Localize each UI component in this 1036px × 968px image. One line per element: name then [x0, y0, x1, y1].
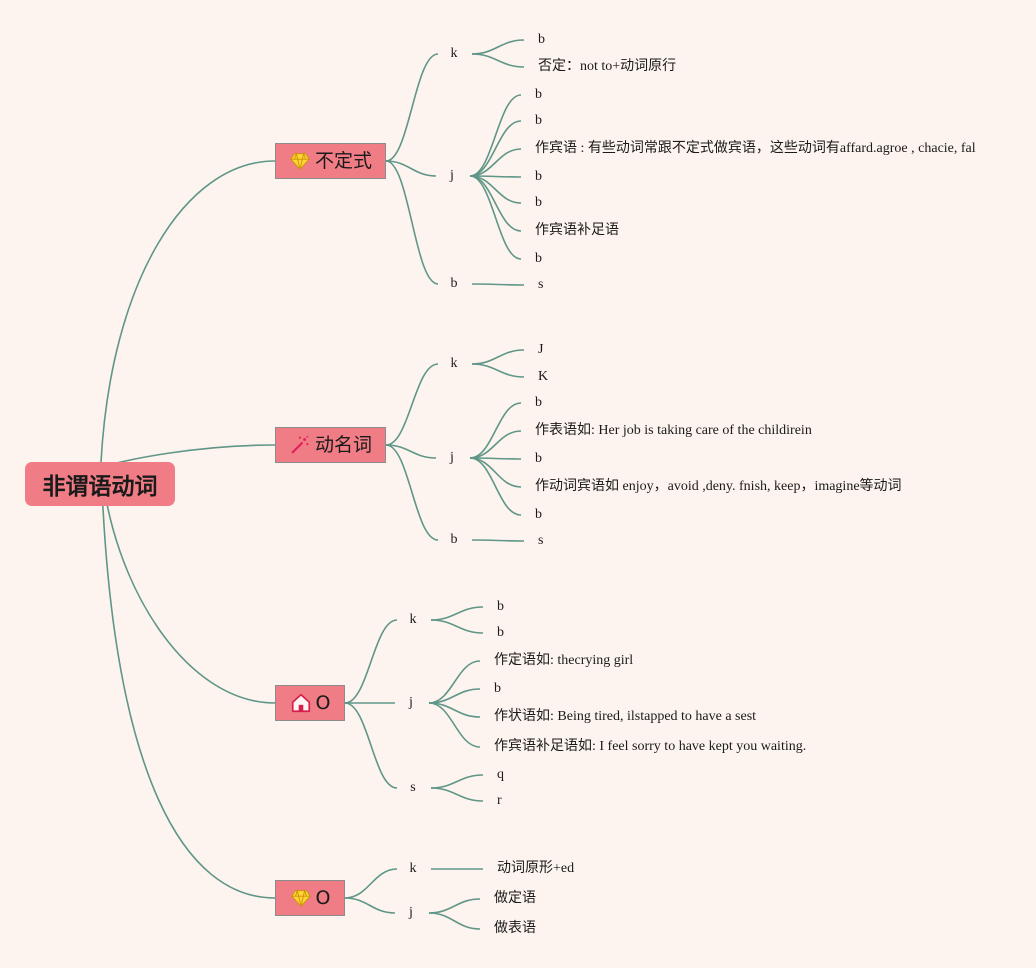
sub-leaf-line: [469, 94, 522, 177]
leaf-topic[interactable]: 做定语: [494, 891, 536, 906]
leaf-topic[interactable]: 做表语: [494, 921, 536, 936]
branch-topic[interactable]: 不定式: [275, 143, 386, 179]
sub-leaf-line: [430, 774, 484, 789]
leaf-topic[interactable]: K: [538, 369, 549, 384]
branch-topic[interactable]: O: [275, 685, 345, 721]
leaf-topic[interactable]: 动词原形+ed: [497, 861, 575, 876]
leaf-topic[interactable]: b: [535, 169, 542, 184]
sub-leaf-line: [469, 457, 522, 488]
branch-label: 动名词: [314, 433, 372, 456]
subtopic[interactable]: b: [450, 532, 458, 547]
sub-leaf-line: [430, 619, 484, 634]
branch-sub-line: [385, 363, 439, 446]
root-branch-line: [100, 160, 276, 463]
sub-leaf-line: [471, 53, 525, 68]
root-topic[interactable]: 非谓语动词: [25, 462, 175, 506]
branch-topic[interactable]: O: [275, 880, 345, 916]
subtopic[interactable]: b: [450, 276, 458, 291]
sub-leaf-line: [430, 606, 484, 621]
subtopic[interactable]: k: [450, 356, 458, 371]
branch-label: O: [315, 886, 331, 909]
subtopic[interactable]: j: [450, 168, 454, 183]
leaf-topic[interactable]: b: [494, 681, 501, 696]
leaf-topic[interactable]: b: [497, 599, 504, 614]
branch-label: O: [315, 691, 331, 714]
sub-leaf-line: [469, 148, 522, 177]
sub-leaf-line: [469, 120, 522, 177]
subtopic[interactable]: s: [410, 780, 416, 795]
sub-leaf-line: [428, 912, 481, 930]
diamond-icon: [290, 887, 312, 909]
sub-leaf-line: [428, 702, 481, 748]
branch-sub-line: [385, 444, 439, 541]
sub-leaf-line: [469, 430, 522, 459]
branch-sub-line: [344, 702, 398, 789]
sub-leaf-line: [471, 283, 525, 286]
branch-sub-line: [344, 897, 396, 914]
magic-wand-icon: [289, 434, 311, 456]
branch-label: 不定式: [314, 149, 372, 172]
sub-leaf-line: [471, 363, 525, 378]
leaf-topic[interactable]: q: [497, 767, 504, 782]
branch-sub-line: [344, 868, 398, 899]
subtopic[interactable]: k: [450, 46, 458, 61]
branch-sub-line: [385, 53, 439, 162]
sub-leaf-line: [471, 539, 525, 542]
leaf-topic[interactable]: 作定语如: thecrying girl: [494, 653, 634, 668]
leaf-topic[interactable]: s: [538, 533, 544, 548]
leaf-topic[interactable]: b: [535, 395, 542, 410]
leaf-topic[interactable]: b: [535, 113, 542, 128]
branch-sub-line: [344, 619, 398, 704]
leaf-topic[interactable]: r: [497, 793, 502, 808]
subtopic[interactable]: j: [409, 905, 413, 920]
sub-leaf-line: [469, 175, 522, 260]
leaf-topic[interactable]: b: [538, 32, 545, 47]
sub-leaf-line: [469, 175, 522, 232]
sub-leaf-line: [471, 349, 525, 365]
leaf-topic[interactable]: 作宾语补足语: [535, 223, 619, 238]
branch-sub-line: [385, 444, 437, 459]
leaf-topic[interactable]: 作状语如: Being tired, ilstapped to have a s…: [494, 709, 757, 724]
leaf-topic[interactable]: b: [535, 507, 542, 522]
subtopic[interactable]: k: [409, 612, 417, 627]
leaf-topic[interactable]: J: [538, 342, 544, 357]
root-branch-line: [100, 461, 276, 704]
branch-sub-line: [385, 160, 437, 177]
leaf-topic[interactable]: b: [535, 87, 542, 102]
leaf-topic[interactable]: 否定：not to+动词原行: [538, 59, 677, 74]
leaf-topic[interactable]: b: [535, 451, 542, 466]
subtopic[interactable]: j: [450, 450, 454, 465]
diamond-icon: [289, 150, 311, 172]
sub-leaf-line: [469, 402, 522, 459]
sub-leaf-line: [469, 457, 522, 516]
subtopic[interactable]: k: [409, 861, 417, 876]
leaf-topic[interactable]: b: [535, 251, 542, 266]
leaf-topic[interactable]: 作宾语补足语如: I feel sorry to have kept you w…: [494, 739, 807, 754]
branch-topic[interactable]: 动名词: [275, 427, 386, 463]
leaf-topic[interactable]: s: [538, 277, 544, 292]
sub-leaf-line: [471, 39, 525, 55]
branch-sub-line: [385, 160, 439, 285]
leaf-topic[interactable]: b: [535, 195, 542, 210]
leaf-topic[interactable]: 作动词宾语如 enjoy，avoid ,deny. fnish, keep，im…: [535, 479, 902, 494]
leaf-topic[interactable]: 作表语如: Her job is taking care of the chil…: [535, 423, 812, 438]
root-branch-line: [100, 461, 276, 899]
sub-leaf-line: [428, 898, 481, 914]
leaf-topic[interactable]: b: [497, 625, 504, 640]
house-icon: [290, 692, 312, 714]
leaf-topic[interactable]: 作宾语 : 有些动词常跟不定式做宾语，这些动词有affard.agroe , c…: [535, 141, 976, 156]
subtopic[interactable]: j: [409, 695, 413, 710]
sub-leaf-line: [430, 787, 484, 802]
